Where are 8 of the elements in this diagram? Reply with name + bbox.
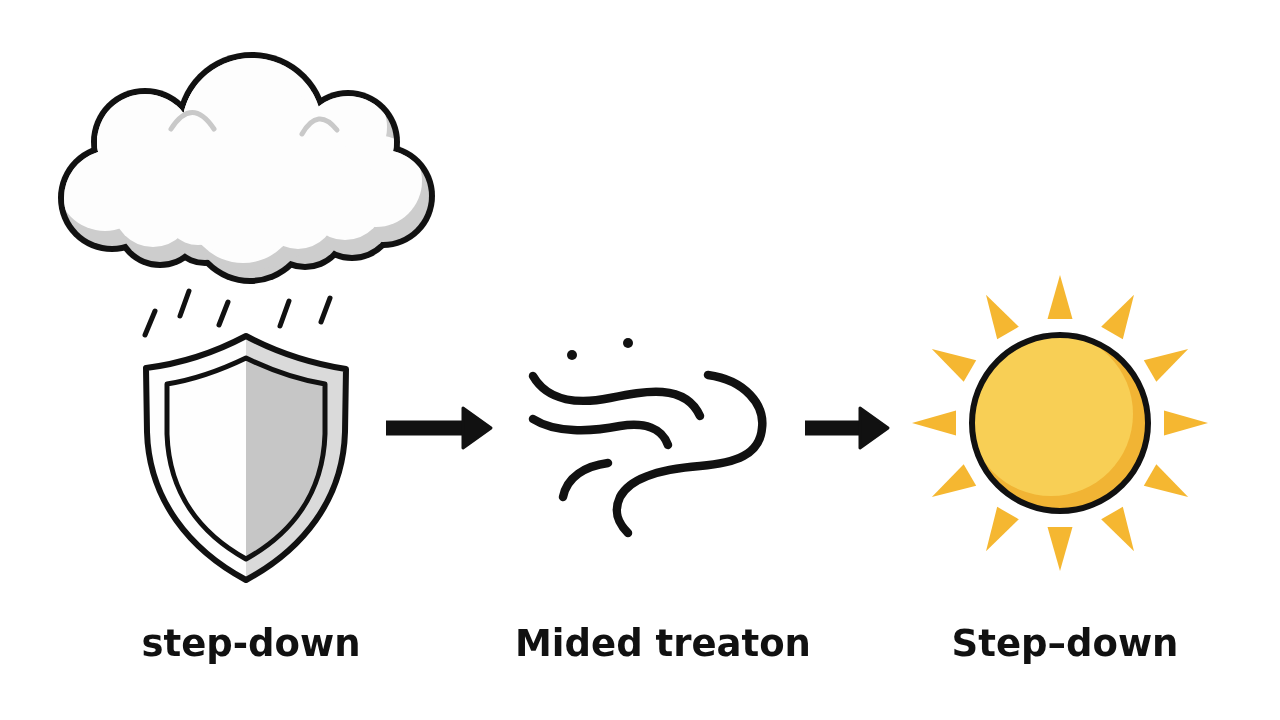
sun-illustration xyxy=(911,274,1209,572)
node-label: Step–down xyxy=(951,622,1179,666)
node-label: step-down xyxy=(141,622,361,666)
arrow xyxy=(386,406,493,450)
shield-illustration xyxy=(141,333,350,584)
arrow xyxy=(805,406,890,450)
wind-illustration xyxy=(528,337,769,538)
node-label: Mided treaton xyxy=(515,622,811,666)
